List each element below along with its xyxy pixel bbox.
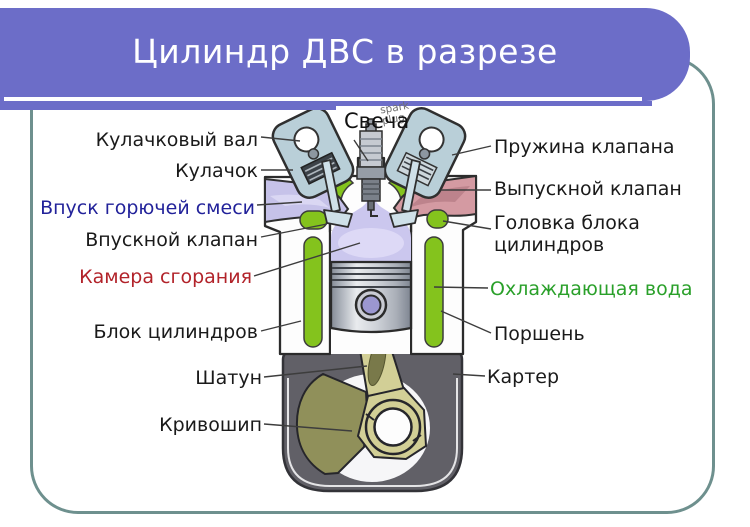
label-exhaust-valve: Выпускной клапан: [494, 178, 682, 200]
coolant-jacket-left: [303, 236, 323, 348]
piston-drawing: [329, 260, 413, 334]
label-intake-valve: Впускной клапан: [85, 229, 258, 251]
spark-plug-label: Свеча: [344, 109, 410, 133]
camshaft-box-right: [383, 107, 467, 199]
label-crank: Кривошип: [159, 414, 262, 436]
coolant-jacket-right: [424, 236, 444, 348]
leader-lines: [253, 136, 492, 432]
intake-valve-stem: [321, 159, 341, 213]
banner-strip-right: [336, 101, 652, 106]
label-combustion-chamber: Камера сгорания: [79, 266, 252, 288]
label-valve-spring: Пружина клапана: [494, 136, 675, 158]
label-connecting-rod: Шатун: [195, 367, 262, 389]
banner-strip-left: [0, 101, 336, 110]
title-underline: [4, 97, 642, 101]
title-banner: Цилиндр ДВС в разрезе: [0, 8, 690, 101]
cam-lobe: [307, 148, 320, 160]
label-camshaft: Кулачковый вал: [95, 129, 258, 151]
coolant-pocket-right: [426, 209, 449, 229]
page-title: Цилиндр ДВС в разрезе: [132, 32, 558, 71]
label-cam: Кулачок: [175, 160, 258, 182]
label-crankcase: Картер: [487, 366, 560, 388]
crankpin-bore: [373, 407, 413, 447]
spark-plug-drawing: [356, 118, 386, 217]
label-piston: Поршень: [494, 323, 585, 345]
intake-valve-head: [323, 209, 353, 228]
label-cylinder-head: Головка блока цилиндров: [494, 212, 640, 256]
piston-pin: [360, 294, 382, 316]
label-cooling-water: Охлаждающая вода: [490, 278, 693, 300]
valves-drawing: [321, 159, 421, 228]
label-cylinder-block: Блок цилиндров: [93, 321, 258, 343]
label-fuel-mixture-intake: Впуск горючей смеси: [40, 197, 255, 219]
exhaust-valve-head: [389, 209, 419, 228]
